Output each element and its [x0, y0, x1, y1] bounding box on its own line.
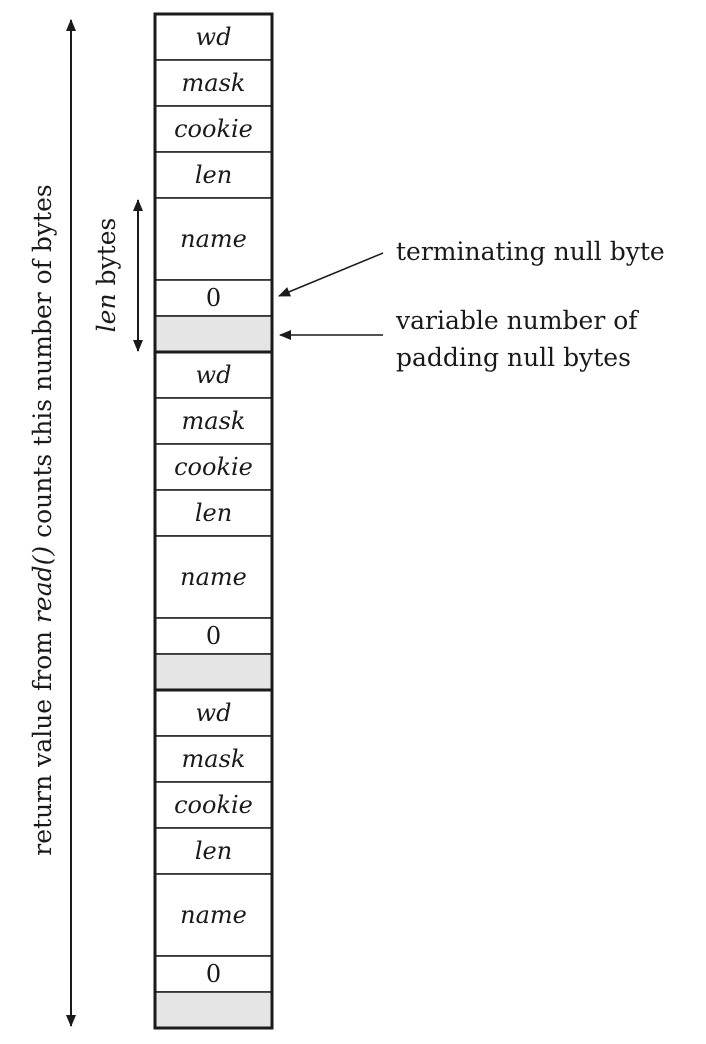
field-zero-label: 0 [206, 622, 221, 650]
padding-label-line2: padding null bytes [396, 343, 631, 372]
field-wd-label: wd [196, 699, 232, 727]
padding-null-label: variable number of padding null bytes [395, 306, 645, 372]
field-name-label: name [180, 901, 247, 929]
event-record-border [153, 688, 274, 1030]
field-mask-cell [154, 735, 273, 783]
field-cookie-cell [154, 781, 273, 829]
field-wd-label: wd [196, 361, 232, 389]
field-cookie-cell [154, 443, 273, 491]
field-zero-label: 0 [206, 284, 221, 312]
field-mask-label: mask [182, 69, 246, 97]
field-wd-label: wd [196, 23, 232, 51]
field-name-cell [154, 535, 273, 619]
field-name-cell [154, 873, 273, 957]
field-len-label: len [195, 837, 232, 865]
field-cookie-label: cookie [174, 453, 253, 481]
total-bytes-label: return value from read() counts this num… [28, 184, 57, 855]
len-bytes-label: len bytes [92, 218, 121, 333]
field-len-label: len [195, 499, 232, 527]
event-record: wd mask cookie len name 0 [153, 350, 274, 692]
field-mask-label: mask [182, 745, 246, 773]
event-record: wd mask cookie len name 0 [153, 688, 274, 1030]
len-label-italic: len [92, 293, 121, 332]
event-record: wd mask cookie len name 0 [153, 12, 274, 354]
field-name-label: name [180, 225, 247, 253]
total-label-prefix: return value from [28, 623, 57, 856]
field-mask-label: mask [182, 407, 246, 435]
field-len-label: len [195, 161, 232, 189]
field-zero-label: 0 [206, 960, 221, 988]
field-cookie-label: cookie [174, 115, 253, 143]
field-mask-cell [154, 59, 273, 107]
padding-cell [154, 315, 273, 353]
len-label-rest: bytes [92, 218, 121, 294]
padding-label-line1: variable number of [395, 306, 639, 335]
field-wd-cell [154, 13, 273, 61]
field-zero-cell [154, 955, 273, 993]
padding-cell [154, 653, 273, 691]
terminating-null-arrow [278, 252, 384, 297]
event-records: wd mask cookie len name 0 wd mask cookie len name 0… [153, 12, 274, 1030]
total-label-func: read() [28, 546, 57, 623]
total-label-suffix: counts this number of bytes [28, 184, 57, 546]
terminating-null-label: terminating null byte [396, 237, 665, 266]
field-name-label: name [180, 563, 247, 591]
padding-cell [154, 991, 273, 1029]
field-cookie-label: cookie [174, 791, 253, 819]
